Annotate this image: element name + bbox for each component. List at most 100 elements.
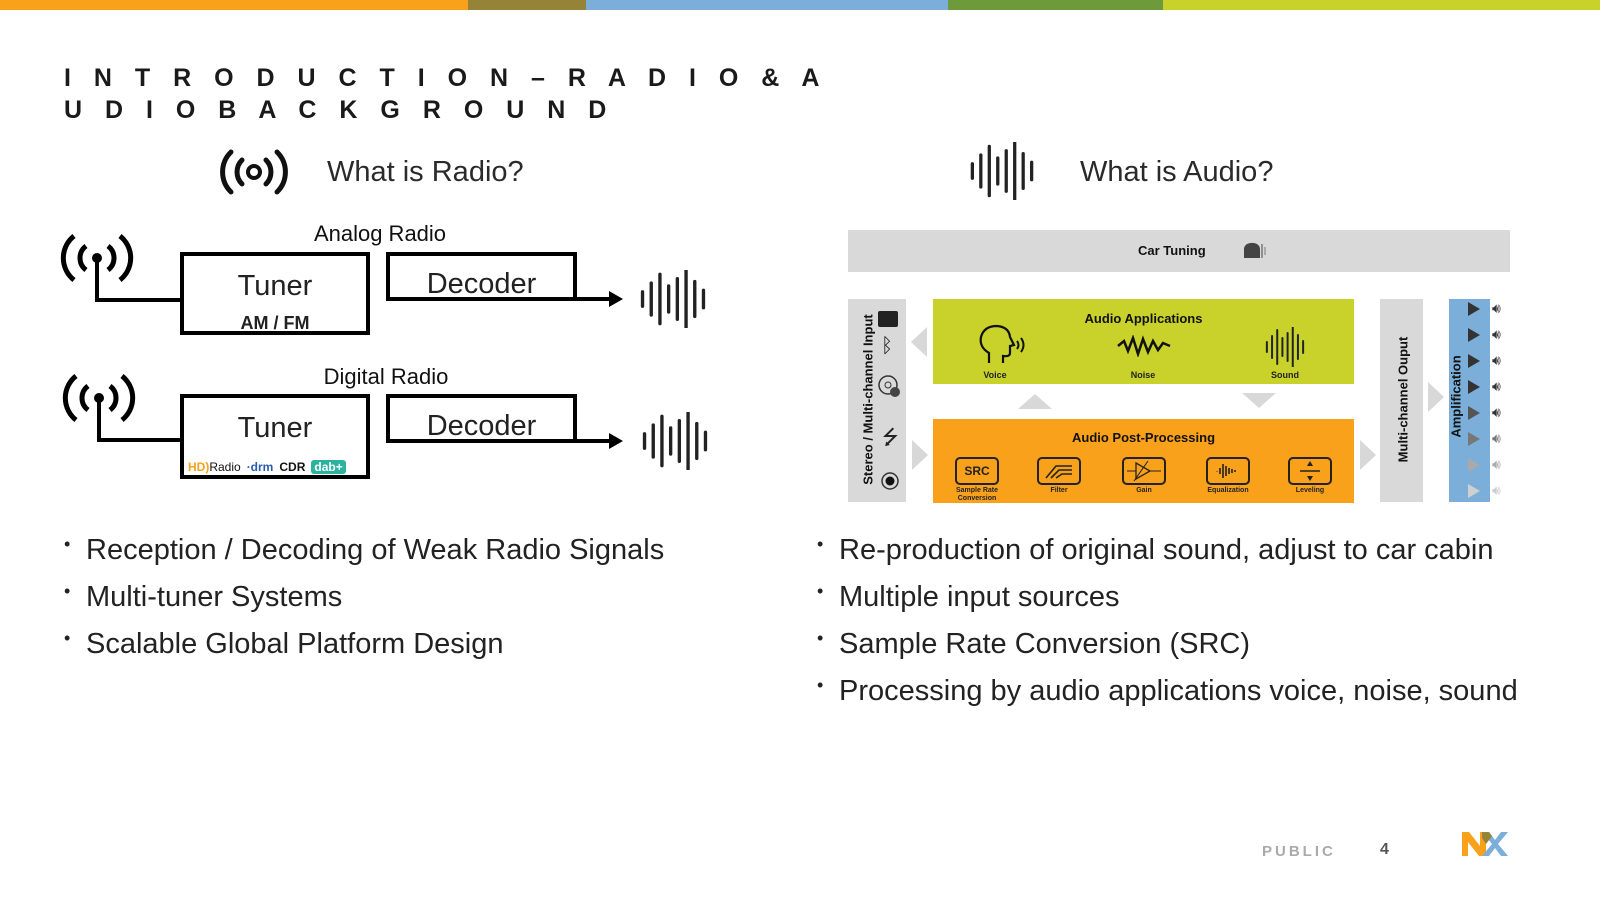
leveling-icon bbox=[1288, 457, 1332, 485]
bullet-item: Re-production of original sound, adjust … bbox=[817, 524, 1518, 577]
analog-tuner-box: Tuner AM / FM bbox=[180, 252, 370, 335]
classification-label: PUBLIC bbox=[1262, 843, 1336, 860]
connector-line bbox=[97, 438, 182, 442]
src-icon: SRC bbox=[955, 457, 999, 485]
digital-radio-label: Digital Radio bbox=[323, 364, 449, 389]
speaker-channel: 🔊︎ bbox=[1468, 352, 1518, 372]
sound-wave-icon bbox=[642, 412, 708, 470]
speaker-channel: 🔊︎ bbox=[1468, 430, 1518, 450]
car-tuning-label: Car Tuning bbox=[1138, 243, 1206, 258]
speaker-icon: 🔊︎ bbox=[1492, 300, 1501, 316]
process-label: Sample Rate Conversion bbox=[955, 487, 999, 502]
speaker-icon: 🔊︎ bbox=[1492, 456, 1501, 472]
speaker-channel: 🔊︎ bbox=[1468, 404, 1518, 424]
play-arrow-icon bbox=[1468, 458, 1480, 472]
antenna-icon bbox=[62, 374, 136, 442]
color-segment bbox=[586, 0, 948, 10]
analog-radio-label: Analog Radio bbox=[313, 221, 447, 246]
audio-bullets: Re-production of original sound, adjust … bbox=[817, 524, 1518, 718]
post-processing-title: Audio Post-Processing bbox=[1071, 430, 1216, 445]
arrow-right-icon bbox=[1360, 440, 1376, 470]
color-segment bbox=[1163, 0, 1600, 10]
play-arrow-icon bbox=[1468, 380, 1480, 394]
speaker-icon: 🔊︎ bbox=[1492, 482, 1501, 498]
arrow-right-icon bbox=[573, 291, 623, 307]
audio-post-processing-panel: Audio Post-Processing SRC Sample Rate Co… bbox=[933, 419, 1354, 503]
head-sound-icon bbox=[1244, 242, 1266, 258]
play-arrow-icon bbox=[1468, 302, 1480, 316]
app-label: Noise bbox=[1130, 370, 1156, 380]
filter-icon bbox=[1037, 457, 1081, 485]
audio-wave-icon bbox=[970, 142, 1034, 200]
speaker-icon: 🔊︎ bbox=[1492, 378, 1501, 394]
digital-tuner-box: Tuner HD)Radio ·drm CDR dab+ bbox=[180, 394, 370, 479]
connector-line bbox=[95, 298, 182, 302]
input-label: Stereo / Multi-channel Input bbox=[860, 314, 876, 485]
process-label: Filter bbox=[1050, 487, 1068, 494]
page-number: 4 bbox=[1380, 841, 1389, 858]
app-label: Voice bbox=[983, 370, 1007, 380]
arrow-right-icon bbox=[1428, 382, 1444, 412]
arrow-down-icon bbox=[1242, 393, 1276, 408]
radio-heading: What is Radio? bbox=[327, 156, 524, 188]
sound-wave-icon bbox=[640, 270, 706, 328]
dvd-icon bbox=[878, 375, 900, 397]
voice-icon bbox=[979, 324, 1025, 363]
process-label: Gain bbox=[1136, 487, 1152, 494]
bullet-item: Scalable Global Platform Design bbox=[64, 618, 664, 671]
broadcast-icon bbox=[220, 149, 288, 195]
drm-logo: ·drm bbox=[246, 460, 274, 474]
top-color-bar bbox=[0, 0, 1600, 10]
output-label: Multi-channel Ouput bbox=[1395, 336, 1411, 463]
speaker-icon: 🔊︎ bbox=[1492, 352, 1501, 368]
gain-icon bbox=[1122, 457, 1166, 485]
play-arrow-icon bbox=[1468, 406, 1480, 420]
play-arrow-icon bbox=[1468, 432, 1480, 446]
am-fm-label: AM / FM bbox=[240, 313, 310, 333]
arrow-right-icon bbox=[912, 440, 928, 470]
audio-applications-panel: Audio Applications Voice Noise Sound bbox=[933, 299, 1354, 384]
play-arrow-icon bbox=[1468, 484, 1480, 498]
speaker-icon: 🔊︎ bbox=[1492, 326, 1501, 342]
decoder-label: Decoder bbox=[426, 268, 537, 300]
antenna-icon bbox=[60, 234, 134, 302]
speaker-channel: 🔊︎ bbox=[1468, 326, 1518, 346]
tuner-label: Tuner bbox=[237, 270, 313, 302]
hd-radio-logo: HD)Radio bbox=[188, 460, 241, 474]
amplification-label: Amplification bbox=[1448, 355, 1464, 438]
usb-icon: ⭍ bbox=[882, 427, 899, 449]
bullet-item: Multi-tuner Systems bbox=[64, 571, 664, 624]
dab-plus-logo: dab+ bbox=[311, 460, 346, 474]
color-segment bbox=[468, 0, 586, 10]
bullet-item: Processing by audio applications voice, … bbox=[817, 665, 1518, 718]
arrow-left-icon bbox=[911, 327, 927, 357]
arrow-up-icon bbox=[1018, 394, 1052, 409]
output-panel: Multi-channel Ouput bbox=[1380, 299, 1423, 502]
bullet-item: Reception / Decoding of Weak Radio Signa… bbox=[64, 524, 664, 577]
slide-title: I N T R O D U C T I O N – R A D I O & A … bbox=[64, 64, 827, 124]
arrow-right-icon bbox=[573, 433, 623, 449]
equalization-icon bbox=[1206, 457, 1250, 485]
cdr-logo: CDR bbox=[279, 460, 306, 474]
digital-standards-logos: HD)Radio ·drm CDR dab+ bbox=[188, 460, 346, 474]
play-arrow-icon bbox=[1468, 328, 1480, 342]
speaker-channel: 🔊︎ bbox=[1468, 482, 1518, 502]
noise-icon bbox=[1117, 335, 1171, 357]
app-label: Sound bbox=[1271, 370, 1299, 380]
bullet-item: Sample Rate Conversion (SRC) bbox=[817, 618, 1518, 671]
bullet-item: Multiple input sources bbox=[817, 571, 1518, 624]
aux-jack-icon bbox=[881, 472, 899, 490]
radio-bullets: Reception / Decoding of Weak Radio Signa… bbox=[64, 524, 664, 671]
decoder-label: Decoder bbox=[426, 410, 537, 442]
speaker-channel: 🔊︎ bbox=[1468, 456, 1518, 476]
color-segment bbox=[948, 0, 1163, 10]
tuner-label: Tuner bbox=[237, 412, 313, 444]
car-tuning-bar: Car Tuning bbox=[848, 230, 1510, 272]
play-arrow-icon bbox=[1468, 354, 1480, 368]
nxp-logo bbox=[1462, 832, 1508, 856]
applications-title: Audio Applications bbox=[1084, 311, 1203, 326]
speaker-icon: 🔊︎ bbox=[1492, 430, 1501, 446]
speaker-channel: 🔊︎ bbox=[1468, 300, 1518, 320]
speaker-icon: 🔊︎ bbox=[1492, 404, 1501, 420]
audio-heading: What is Audio? bbox=[1080, 156, 1274, 188]
